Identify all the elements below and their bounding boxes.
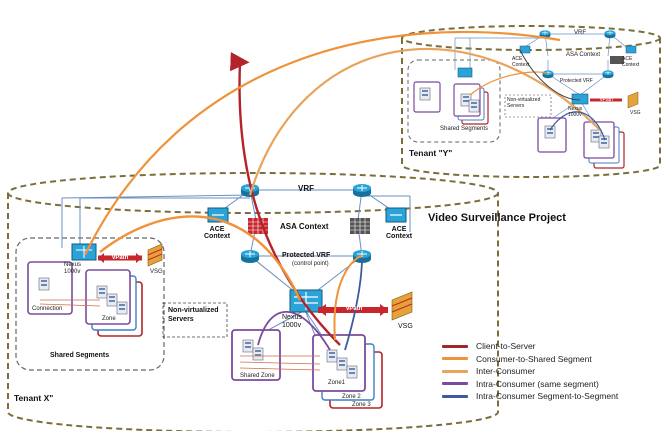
nexus-left-label: Nexus 1000v: [64, 262, 82, 275]
shared-zone-label: Shared Zone: [240, 373, 275, 379]
vsg-firewall-icon: [391, 291, 413, 321]
tenant-y-label: Tenant "Y": [409, 148, 453, 158]
consumer-to-shared-flow: [99, 215, 302, 301]
vpath-main-label: vPath: [346, 306, 363, 312]
y-non-virtualized-box: [504, 94, 552, 118]
vsg-main-label: VSG: [398, 323, 413, 330]
legend-label: Intra-Consumer Segment-to-Segment: [476, 391, 619, 402]
router-icon: [352, 183, 372, 198]
router-icon: [240, 249, 260, 264]
zone2-label: Zone 2: [342, 394, 361, 400]
legend-label: Client-to-Server: [476, 341, 536, 352]
shared-segments-label: Shared Segments: [50, 352, 110, 359]
intra-consumer-segment-flow: [549, 111, 606, 141]
zone-small-label: Zone: [102, 316, 116, 322]
legend-label: Inter-Consumer: [476, 366, 536, 377]
inter-consumer-flow: [248, 48, 601, 196]
y-shared-segments-label: Shared Segments: [440, 126, 489, 132]
legend-swatch: [442, 394, 468, 398]
firewall-icon: [350, 218, 370, 234]
legend-label: Consumer-to-Shared Segment: [476, 353, 592, 364]
tenant-x-label: Tenant X": [14, 393, 54, 403]
legend-label: Intra-Consumer (same segment): [476, 378, 599, 389]
vpath-left-label: vPath: [112, 255, 129, 261]
consumer-to-shared-flow: [469, 71, 549, 96]
legend-item: Inter-Consumer: [442, 365, 668, 378]
shared-segments-box: [15, 237, 165, 371]
legend-swatch: [442, 344, 468, 348]
non-virtualized-box: [162, 302, 228, 338]
nexus-main-label: Nexus 1000v: [282, 314, 302, 329]
tenant-x-cylinder: [7, 172, 499, 433]
router-icon: [542, 70, 554, 79]
legend-item: Consumer-to-Shared Segment: [442, 353, 668, 366]
vpath-arrow: [98, 253, 142, 263]
zone3-label: Zone 3: [352, 402, 371, 408]
legend: Client-to-Server Consumer-to-Shared Segm…: [442, 340, 668, 403]
vsg-firewall-icon: [627, 91, 639, 109]
legend-item: Intra-Consumer (same segment): [442, 378, 668, 391]
nexus-switch-icon: [457, 67, 473, 78]
intra-consumer-same-flow: [257, 310, 331, 351]
inter-consumer-flow: [84, 30, 561, 256]
legend-swatch: [442, 357, 468, 361]
tenant-y-cylinder: [401, 25, 661, 178]
vsg-left-label: VSG: [150, 269, 163, 275]
diagram-title: Video Surveillance Project: [428, 212, 566, 224]
switch-icon: [519, 45, 637, 54]
protected-vrf-label: Protected VRF: [282, 252, 331, 259]
intra-consumer-segment-flow: [344, 257, 363, 351]
vsg-firewall-icon: [147, 243, 163, 267]
nexus-switch-icon: [571, 93, 589, 105]
router-icon: [602, 70, 614, 79]
y-vrf-label: VRF: [574, 30, 586, 36]
consumer-to-shared-flow: [333, 255, 363, 341]
y-non-virtualized-label: Non-virtualized Servers: [507, 97, 541, 109]
vrf-label: VRF: [298, 184, 314, 193]
legend-swatch: [442, 382, 468, 386]
non-virtualized-label: Non-virtualized Servers: [168, 307, 219, 323]
client-to-server-flow: [230, 52, 341, 346]
connection-zone-box: [27, 261, 73, 315]
y-shared-segments-box: [407, 59, 501, 143]
protected-vrf-sub: (control point): [292, 261, 329, 267]
zone-links: [39, 299, 321, 371]
legend-swatch: [442, 369, 468, 373]
y-protected-vrf-label: Protected VRF: [560, 78, 593, 84]
y-nexus-label: Nexus 1000v: [568, 106, 583, 118]
router-icon: [604, 30, 616, 39]
ace-context-left-label: ACE Context: [204, 226, 231, 240]
ace-context-right-label: ACE Context: [386, 226, 413, 240]
legend-item: Intra-Consumer Segment-to-Segment: [442, 390, 668, 403]
switch-icon: [385, 207, 407, 223]
y-ace-right-label: ACE Context: [622, 56, 640, 68]
asa-context-label: ASA Context: [280, 222, 329, 231]
vpath-arrow: [318, 304, 388, 316]
y-ace-left-label: ACE Context: [512, 56, 530, 68]
legend-item: Client-to-Server: [442, 340, 668, 353]
y-flow: [519, 49, 581, 101]
nexus-switch-icon: [289, 289, 323, 313]
y-vpath-label: vPath: [600, 97, 613, 103]
zone1-label: Zone1: [328, 380, 346, 386]
nexus-switch-icon: [71, 243, 97, 261]
connection-label: Connection: [32, 306, 63, 312]
y-vsg-label: VSG: [630, 110, 641, 116]
y-asa-context-label: ASA Context: [566, 52, 601, 58]
firewall-icon: [610, 56, 624, 64]
